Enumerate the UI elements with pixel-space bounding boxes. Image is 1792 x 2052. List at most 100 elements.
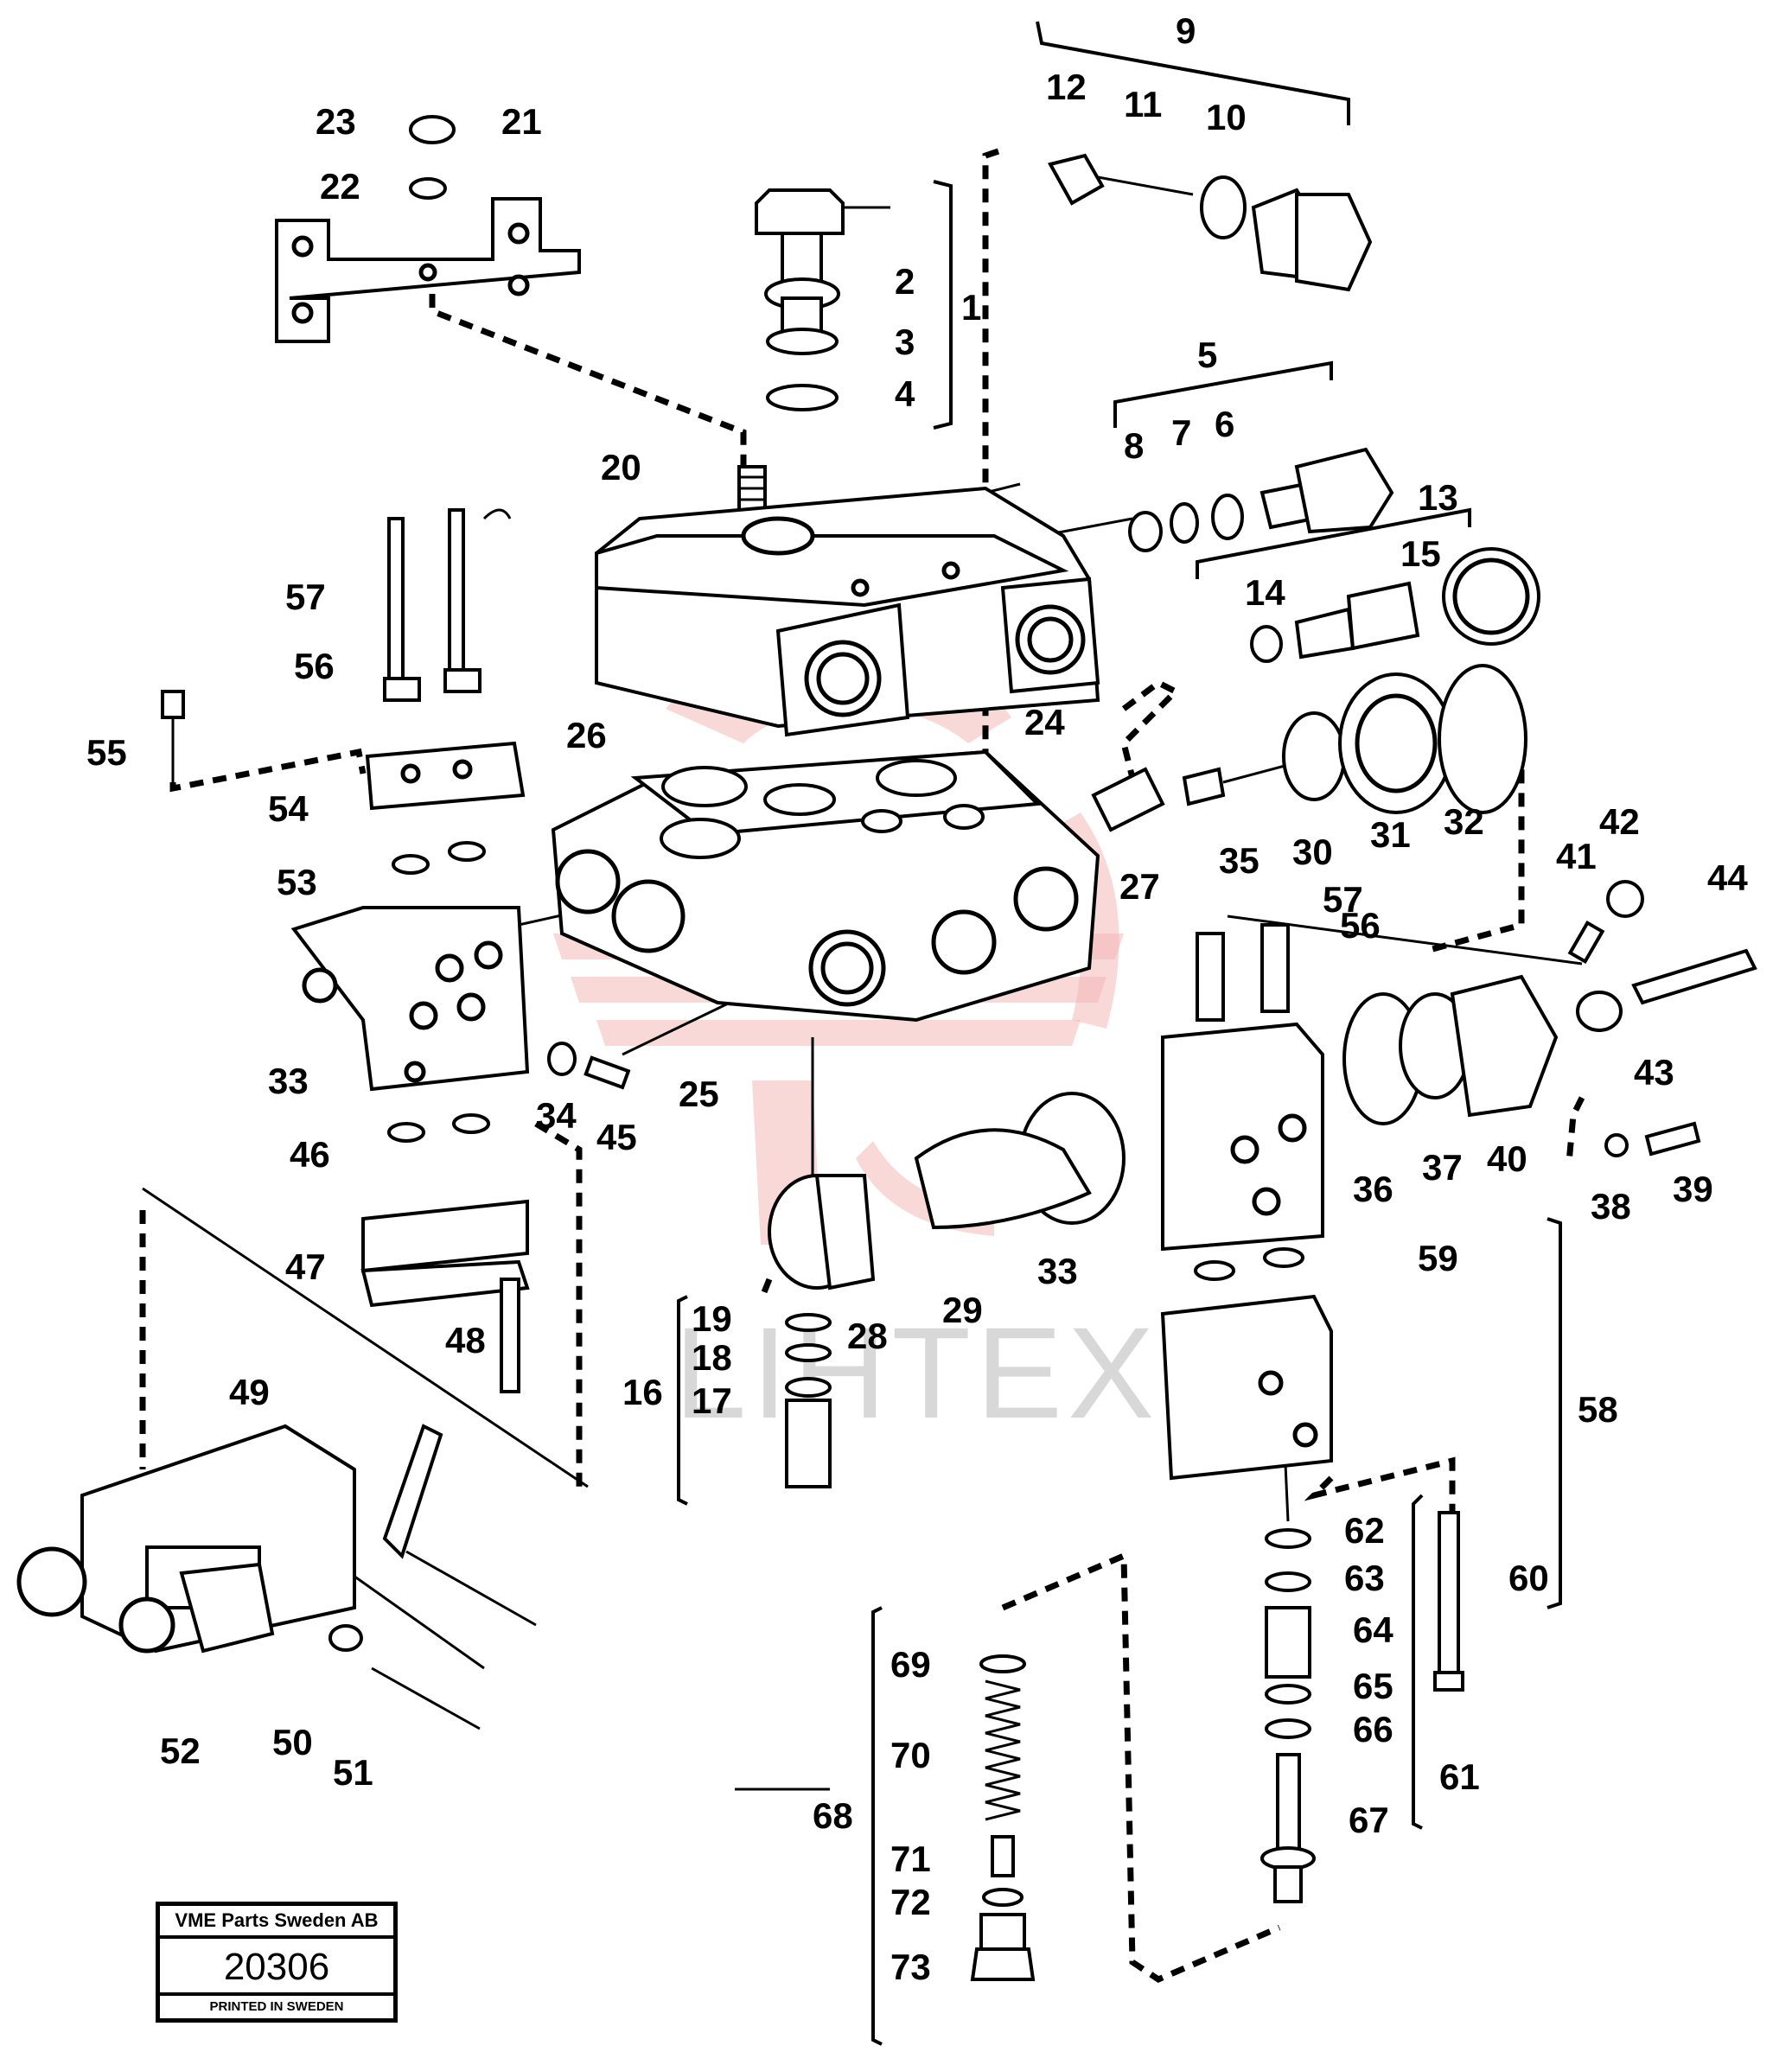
callout-71: 71 — [890, 1839, 931, 1879]
callout-25: 25 — [679, 1074, 719, 1114]
callout-56-right: 56 — [1340, 905, 1381, 946]
callout-63: 63 — [1344, 1558, 1385, 1598]
callout-31: 31 — [1370, 814, 1411, 855]
callout-30: 30 — [1292, 832, 1333, 872]
group-brackets — [677, 21, 1562, 2046]
callout-7: 7 — [1171, 412, 1191, 453]
callout-14: 14 — [1245, 572, 1285, 613]
callout-45: 45 — [596, 1117, 637, 1157]
callout-57-left: 57 — [285, 577, 326, 617]
pressure-valve-stack — [1260, 1528, 1316, 1903]
callout-33-left: 33 — [268, 1061, 309, 1101]
callout-18: 18 — [692, 1337, 732, 1378]
callout-16: 16 — [622, 1372, 663, 1412]
callout-60: 60 — [1508, 1558, 1549, 1598]
lower-valve-housing — [551, 749, 1100, 1023]
callout-49: 49 — [229, 1372, 270, 1412]
callout-36: 36 — [1353, 1169, 1393, 1209]
callout-12: 12 — [1046, 67, 1087, 107]
upper-valve-housing — [595, 486, 1100, 737]
callout-17: 17 — [692, 1380, 732, 1421]
stamp-company: VME Parts Sweden AB — [160, 1906, 393, 1939]
pilot-spool-parts — [1091, 664, 1527, 832]
callout-69: 69 — [890, 1644, 931, 1685]
stamp-doc-number: 20306 — [223, 1946, 330, 1988]
callout-58: 58 — [1578, 1389, 1618, 1430]
callout-2: 2 — [895, 261, 915, 302]
stamp-printed: PRINTED IN SWEDEN — [160, 1992, 393, 2018]
mounting-bracket — [275, 115, 581, 343]
check-valve-stack — [785, 1313, 832, 1488]
callout-10: 10 — [1206, 97, 1247, 137]
callout-65: 65 — [1353, 1666, 1393, 1706]
detent-spring — [737, 465, 767, 512]
callout-22: 22 — [320, 166, 360, 207]
callout-48: 48 — [445, 1320, 486, 1361]
callout-70: 70 — [890, 1735, 931, 1775]
callout-1: 1 — [961, 287, 981, 328]
callout-47: 47 — [285, 1246, 326, 1287]
spool-sleeve — [768, 1092, 1126, 1290]
callout-51: 51 — [333, 1752, 373, 1793]
callout-64: 64 — [1353, 1609, 1393, 1650]
callout-15: 15 — [1400, 533, 1441, 574]
callout-19: 19 — [692, 1298, 732, 1339]
callout-41: 41 — [1556, 836, 1597, 876]
small-fasteners-left — [161, 690, 631, 1090]
callout-4: 4 — [895, 373, 915, 414]
callout-29: 29 — [942, 1290, 983, 1330]
callout-43: 43 — [1634, 1052, 1674, 1093]
callout-labels: 1 2 3 4 5 6 7 8 9 10 11 12 13 14 15 16 1… — [86, 10, 1748, 1987]
callout-50: 50 — [272, 1722, 313, 1762]
right-port-blocks — [1160, 923, 1333, 1481]
spool-parts — [1128, 447, 1540, 663]
callout-55: 55 — [86, 732, 127, 773]
left-port-block — [290, 508, 530, 1393]
plug-assembly — [755, 188, 890, 411]
callout-33-right: 33 — [1037, 1251, 1078, 1291]
callout-26: 26 — [566, 715, 607, 755]
callout-67: 67 — [1349, 1800, 1389, 1840]
callout-20: 20 — [601, 447, 641, 488]
callout-28: 28 — [847, 1316, 888, 1356]
callout-8: 8 — [1124, 425, 1144, 466]
callout-44: 44 — [1707, 857, 1748, 898]
end-cap-assembly — [1342, 880, 1757, 1157]
callout-61: 61 — [1439, 1756, 1480, 1797]
callout-3: 3 — [895, 322, 915, 362]
callout-13: 13 — [1418, 477, 1458, 518]
solenoid-assembly — [16, 1424, 537, 1730]
callout-35: 35 — [1219, 840, 1260, 881]
callout-62: 62 — [1344, 1510, 1385, 1551]
callout-39: 39 — [1673, 1169, 1713, 1209]
callout-23: 23 — [316, 101, 356, 142]
callout-54: 54 — [268, 788, 309, 829]
callout-56-left: 56 — [294, 646, 335, 686]
callout-9: 9 — [1176, 10, 1196, 51]
callout-37: 37 — [1422, 1147, 1463, 1188]
callout-66: 66 — [1353, 1709, 1393, 1749]
callout-40: 40 — [1487, 1138, 1527, 1179]
spring-plug-stack — [970, 1654, 1036, 1981]
callout-11: 11 — [1124, 84, 1162, 124]
callout-53: 53 — [277, 862, 317, 902]
title-stamp: VME Parts Sweden AB 20306 PRINTED IN SWE… — [156, 1902, 398, 2023]
callout-42: 42 — [1599, 801, 1640, 842]
long-bolt — [1433, 1511, 1464, 1692]
callout-38: 38 — [1591, 1186, 1631, 1227]
callout-59: 59 — [1418, 1238, 1458, 1278]
callout-73: 73 — [890, 1947, 931, 1987]
watermark-text: LIHTEX — [674, 1300, 1159, 1445]
callout-21: 21 — [501, 101, 542, 142]
callout-52: 52 — [160, 1730, 201, 1771]
callout-27: 27 — [1119, 866, 1160, 907]
callout-5: 5 — [1197, 335, 1217, 375]
callout-72: 72 — [890, 1882, 931, 1922]
callout-34: 34 — [536, 1095, 577, 1136]
callout-6: 6 — [1215, 404, 1234, 444]
callout-24: 24 — [1024, 702, 1065, 742]
relief-valve — [1047, 153, 1373, 292]
callout-32: 32 — [1444, 801, 1484, 842]
callout-68: 68 — [813, 1795, 853, 1836]
